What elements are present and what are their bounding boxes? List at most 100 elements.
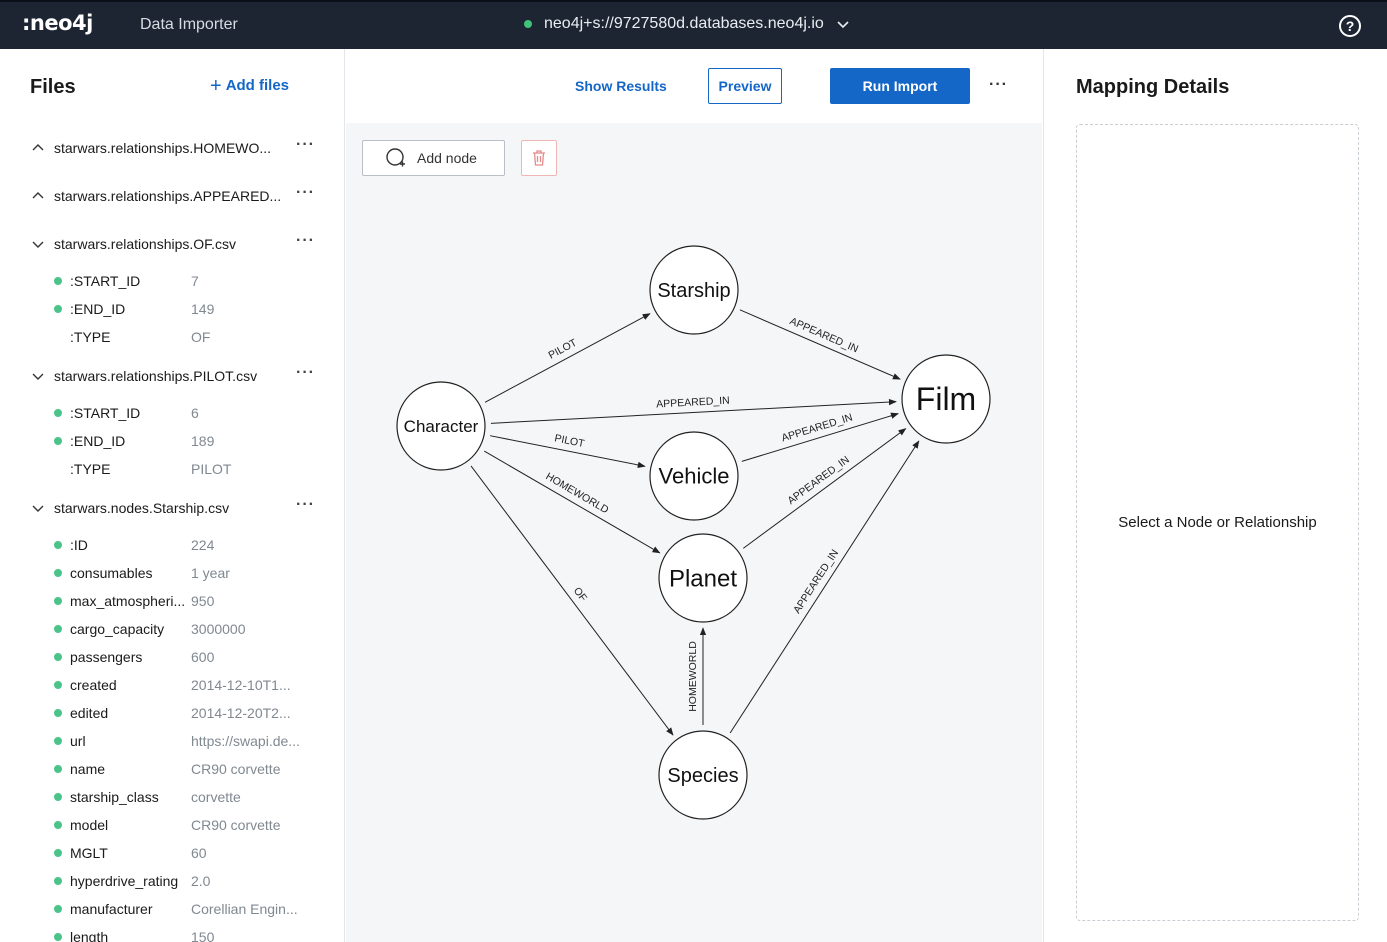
chevron-down-icon[interactable] — [30, 236, 46, 252]
relationship-line[interactable] — [729, 440, 920, 734]
relationship-line[interactable] — [489, 435, 646, 469]
relationship-edge[interactable]: HOMEWORLD — [687, 627, 707, 725]
field-sample-value: 950 — [191, 593, 215, 609]
relationship-line[interactable] — [483, 450, 661, 554]
node-circle[interactable] — [396, 381, 486, 471]
relationship-line[interactable] — [470, 465, 674, 736]
relationship-edge[interactable]: APPEARED_IN — [739, 309, 901, 380]
relationship-edge[interactable]: APPEARED_IN — [742, 428, 907, 549]
files-panel: Files + Add files starwars.relationships… — [0, 49, 345, 942]
field-name: :START_ID — [70, 405, 141, 421]
relationship-label: APPEARED_IN — [656, 395, 730, 411]
mapped-status-dot — [54, 905, 62, 913]
node-planet[interactable]: Planet — [658, 533, 748, 623]
preview-button[interactable]: Preview — [708, 68, 782, 104]
field-sample-value: 150 — [191, 929, 215, 942]
relationship-line[interactable] — [741, 412, 899, 462]
mapped-status-dot — [54, 877, 62, 885]
field-name: max_atmospheri... — [70, 593, 186, 609]
file-item[interactable]: starwars.relationships.PILOT.csv ··· — [30, 365, 320, 387]
file-item[interactable]: starwars.relationships.APPEARED...··· — [30, 185, 320, 207]
node-circle[interactable] — [901, 354, 991, 444]
file-options-icon[interactable]: ··· — [296, 136, 315, 153]
node-vehicle[interactable]: Vehicle — [649, 431, 739, 521]
top-bar: :neo4j Data Importer neo4j+s://9727580d.… — [0, 0, 1387, 49]
file-options-icon[interactable]: ··· — [296, 364, 315, 381]
node-starship[interactable]: Starship — [649, 245, 739, 335]
relationship-edge[interactable]: PILOT — [484, 313, 651, 403]
relationship-edge[interactable]: HOMEWORLD — [483, 450, 661, 554]
field-name: :TYPE — [70, 329, 111, 345]
relationship-edge[interactable]: APPEARED_IN — [490, 395, 897, 424]
relationship-edge[interactable]: APPEARED_IN — [741, 411, 899, 462]
file-name: starwars.relationships.OF.csv — [54, 236, 237, 252]
neo4j-logo[interactable]: :neo4j — [22, 11, 93, 35]
field-name: created — [70, 677, 117, 693]
node-circle[interactable] — [658, 533, 748, 623]
relationship-edge[interactable]: PILOT — [489, 432, 646, 469]
mapped-status-dot — [54, 597, 62, 605]
relationship-line[interactable] — [742, 428, 907, 549]
node-circle[interactable] — [649, 245, 739, 335]
file-options-icon[interactable]: ··· — [296, 232, 315, 249]
mapping-details-placeholder: Select a Node or Relationship — [1076, 124, 1359, 921]
relationship-line[interactable] — [484, 313, 651, 403]
field-name: :START_ID — [70, 273, 141, 289]
field-sample-value: 224 — [191, 537, 215, 553]
mapped-status-dot — [54, 821, 62, 829]
trash-icon — [533, 150, 545, 166]
file-item[interactable]: starwars.relationships.OF.csv ··· — [30, 233, 320, 255]
mapped-status-dot — [54, 465, 62, 473]
add-node-button[interactable]: Add node — [362, 140, 505, 176]
chevron-down-icon[interactable] — [30, 500, 46, 516]
field-sample-value: 6 — [191, 405, 199, 421]
run-import-button[interactable]: Run Import — [830, 68, 970, 104]
help-circle-icon[interactable]: ? — [1339, 15, 1361, 37]
more-options-button[interactable]: ··· — [989, 76, 1008, 93]
connection-selector[interactable]: neo4j+s://9727580d.databases.neo4j.io — [524, 15, 850, 33]
field-sample-value: PILOT — [191, 461, 232, 477]
node-circle[interactable] — [658, 730, 748, 820]
node-circle[interactable] — [649, 431, 739, 521]
relationship-label: APPEARED_IN — [791, 547, 841, 615]
show-results-button[interactable]: Show Results — [575, 78, 667, 94]
mapped-status-dot — [54, 277, 62, 285]
mapped-status-dot — [54, 653, 62, 661]
field-sample-value: https://swapi.de... — [191, 733, 300, 749]
mapped-status-dot — [54, 333, 62, 341]
relationship-edge[interactable]: APPEARED_IN — [729, 440, 920, 734]
field-sample-value: 3000000 — [191, 621, 246, 637]
chevron-up-icon[interactable] — [30, 188, 46, 204]
node-label: Film — [916, 381, 976, 417]
relationship-edge[interactable]: OF — [470, 465, 674, 736]
node-film[interactable]: Film — [901, 354, 991, 444]
node-label: Vehicle — [659, 464, 730, 489]
node-species[interactable]: Species — [658, 730, 748, 820]
add-files-button[interactable]: + Add files — [210, 76, 289, 96]
file-item[interactable]: starwars.relationships.HOMEWO... ··· — [30, 137, 320, 159]
file-options-icon[interactable]: ··· — [296, 496, 315, 513]
node-label: Species — [667, 765, 738, 787]
relationship-line[interactable] — [490, 398, 897, 424]
file-name: starwars.relationships.HOMEWO... — [54, 140, 272, 156]
relationship-line[interactable] — [739, 309, 901, 380]
field-sample-value: 2014-12-10T1... — [191, 677, 291, 693]
mapped-status-dot — [54, 765, 62, 773]
field-sample-value: CR90 corvette — [191, 761, 281, 777]
field-name: MGLT — [70, 845, 108, 861]
node-character[interactable]: Character — [396, 381, 486, 471]
file-item[interactable]: starwars.nodes.Starship.csv··· — [30, 497, 320, 519]
chevron-down-icon[interactable] — [30, 368, 46, 384]
delete-button[interactable] — [521, 140, 557, 176]
chevron-up-icon[interactable] — [30, 140, 46, 156]
field-name: passengers — [70, 649, 143, 665]
file-options-icon[interactable]: ··· — [296, 184, 315, 201]
file-name: starwars.relationships.PILOT.csv — [54, 368, 258, 384]
